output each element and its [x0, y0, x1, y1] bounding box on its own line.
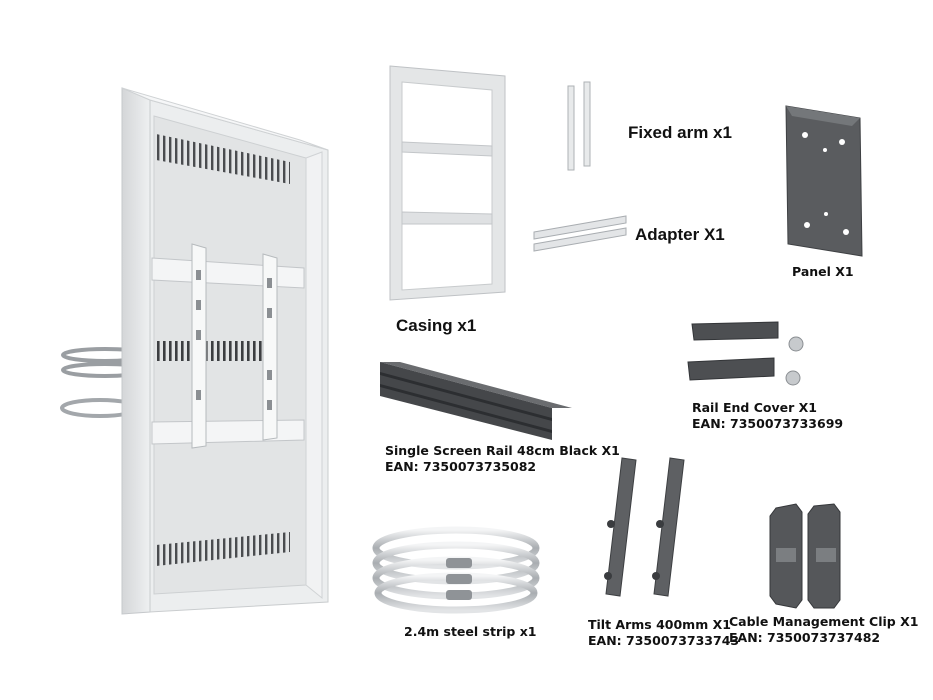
strip-clamp-screws — [446, 558, 472, 600]
tilt-arms-label: Tilt Arms 400mm X1 EAN: 7350073733743 — [588, 617, 739, 648]
single-screen-rail — [380, 362, 572, 440]
cable-clip-ean: EAN: 7350073737482 — [729, 629, 881, 645]
mounting-panel — [785, 105, 863, 281]
tilt-arms-title: Tilt Arms 400mm X1 — [588, 617, 731, 632]
cable-management-clip — [769, 503, 841, 609]
cable-clip-title: Cable Management Clip X1 — [729, 614, 919, 629]
outdoor-enclosure — [121, 87, 329, 615]
cable-clip-label: Cable Management Clip X1 EAN: 7350073737… — [729, 614, 918, 645]
adapter-label: Adapter X1 — [635, 225, 725, 244]
fixed-arm-label: Fixed arm x1 — [628, 123, 732, 142]
rail-end-cover — [687, 321, 804, 386]
rail-end-cover-ean: EAN: 7350073733699 — [692, 415, 844, 431]
panel-label: Panel X1 — [792, 264, 854, 279]
fixed-arm — [567, 81, 591, 171]
rail-end-cover-label: Rail End Cover X1 EAN: 7350073733699 — [692, 400, 843, 431]
adapter-bars — [533, 215, 627, 252]
single-screen-rail-title: Single Screen Rail 48cm Black X1 — [385, 443, 620, 458]
tilt-arms-ean: EAN: 7350073733743 — [588, 632, 740, 648]
single-screen-rail-ean: EAN: 7350073735082 — [385, 458, 537, 474]
rail-end-cover-title: Rail End Cover X1 — [692, 400, 817, 415]
single-screen-rail-label: Single Screen Rail 48cm Black X1 EAN: 73… — [385, 443, 620, 474]
casing-frame — [389, 65, 506, 301]
tilt-arms — [604, 457, 685, 597]
steel-strip-label: 2.4m steel strip x1 — [404, 624, 537, 639]
casing-label: Casing x1 — [396, 316, 477, 335]
